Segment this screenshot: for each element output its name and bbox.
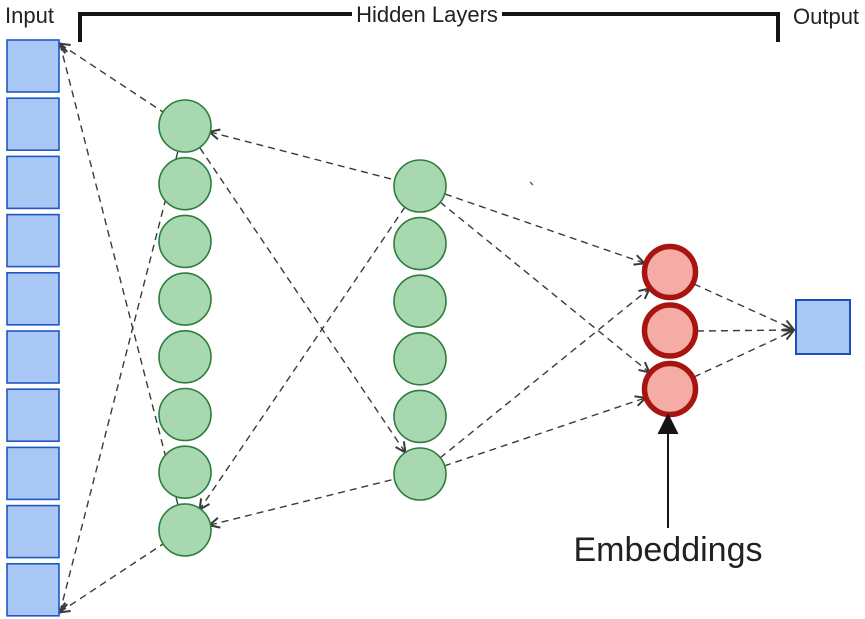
hidden1-node <box>158 329 212 384</box>
hidden1-node <box>158 445 212 500</box>
connection-edge <box>60 44 164 113</box>
connection-edge <box>199 147 405 452</box>
hidden2-node <box>393 331 447 386</box>
input-node <box>6 504 60 559</box>
embeddings-label: Embeddings <box>573 531 762 569</box>
embeddings-arrowhead-icon <box>657 413 679 434</box>
hidden2-node <box>393 447 447 501</box>
connection-edge <box>60 150 179 612</box>
connection-edge <box>60 44 179 506</box>
input-node <box>6 562 60 617</box>
input-layer <box>6 39 60 617</box>
connection-edge <box>210 478 396 525</box>
output-label: Output <box>793 4 859 29</box>
embeddings-node <box>641 360 699 418</box>
input-node <box>6 155 60 210</box>
hidden1-node <box>158 503 212 557</box>
stray-mark <box>529 181 534 186</box>
input-node <box>6 213 60 268</box>
connection-edge <box>439 289 649 459</box>
output-layer <box>795 299 851 355</box>
hidden1-node <box>158 214 212 269</box>
input-node <box>6 271 60 326</box>
hidden2-node <box>393 389 447 444</box>
hidden1-node <box>158 387 212 442</box>
connection-edge <box>444 193 644 263</box>
hidden2-layer <box>393 159 447 501</box>
edges <box>60 44 793 612</box>
output-node <box>795 299 851 355</box>
hidden1-layer <box>158 99 212 557</box>
connection-edge <box>210 132 396 181</box>
connection-edge <box>693 331 793 378</box>
connection-edge <box>439 201 649 372</box>
input-node <box>6 330 60 384</box>
connection-edge <box>200 206 406 509</box>
input-label: Input <box>5 3 54 28</box>
connection-edge <box>443 398 645 467</box>
embeddings-arrow <box>657 413 679 528</box>
embeddings-node <box>641 302 699 359</box>
connection-edge <box>696 330 793 331</box>
input-node <box>6 39 60 93</box>
hidden2-node <box>393 159 447 213</box>
hidden-layers-label: Hidden Layers <box>356 2 498 27</box>
hidden1-node <box>158 156 212 211</box>
connection-edge <box>60 543 164 612</box>
hidden1-node <box>158 272 212 326</box>
connection-edge <box>693 283 793 329</box>
embeddings-layer <box>641 243 699 418</box>
input-node <box>6 446 60 501</box>
input-node <box>6 97 60 151</box>
hidden-layers-bracket <box>78 12 780 42</box>
input-node <box>6 388 60 443</box>
hidden2-node <box>393 216 447 271</box>
embeddings-node <box>641 243 699 301</box>
hidden2-node <box>393 274 447 329</box>
hidden1-node <box>158 99 212 153</box>
